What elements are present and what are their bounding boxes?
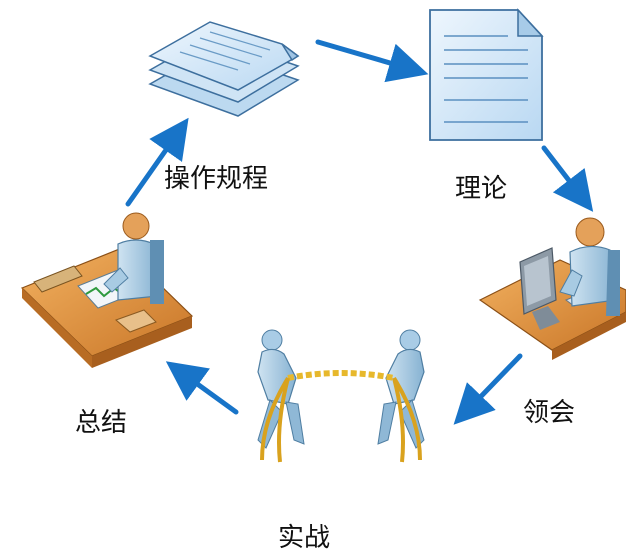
- flow-arrows: [125, 39, 594, 425]
- arrow-practice-to-summary: [165, 361, 239, 415]
- document-icon: [429, 8, 544, 141]
- arrow-summary-to-procedures: [125, 117, 189, 207]
- arrow-comprehension-to-practice: [453, 353, 523, 425]
- label-comprehension: 领会: [523, 398, 576, 428]
- label-practice: 实战: [278, 523, 331, 553]
- arrow-theory-to-comprehension: [541, 145, 594, 212]
- label-theory: 理论: [455, 174, 508, 204]
- label-summary: 总结: [75, 408, 128, 438]
- person-at-computer-icon: [478, 217, 626, 360]
- label-operating-procedures: 操作规程: [164, 164, 269, 194]
- stacked-documents-icon: [148, 21, 300, 117]
- person-writing-at-desk-icon: [20, 212, 194, 368]
- tug-of-war-icon: [257, 329, 425, 463]
- arrow-procedures-to-theory: [315, 39, 429, 83]
